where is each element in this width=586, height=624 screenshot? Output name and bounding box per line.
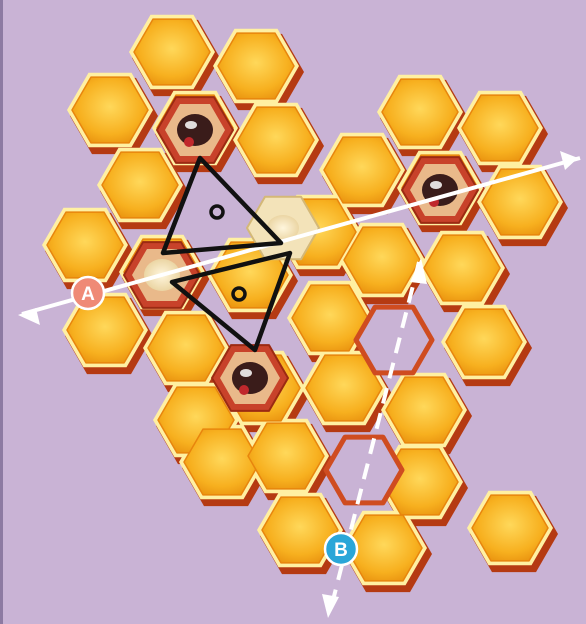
marker-a: A (72, 277, 104, 309)
honeycomb-cells (42, 15, 568, 592)
marker-a-label: A (81, 284, 95, 305)
marker-b: B (325, 533, 357, 565)
empty-gap (326, 437, 402, 503)
marker-b-label: B (334, 540, 348, 561)
